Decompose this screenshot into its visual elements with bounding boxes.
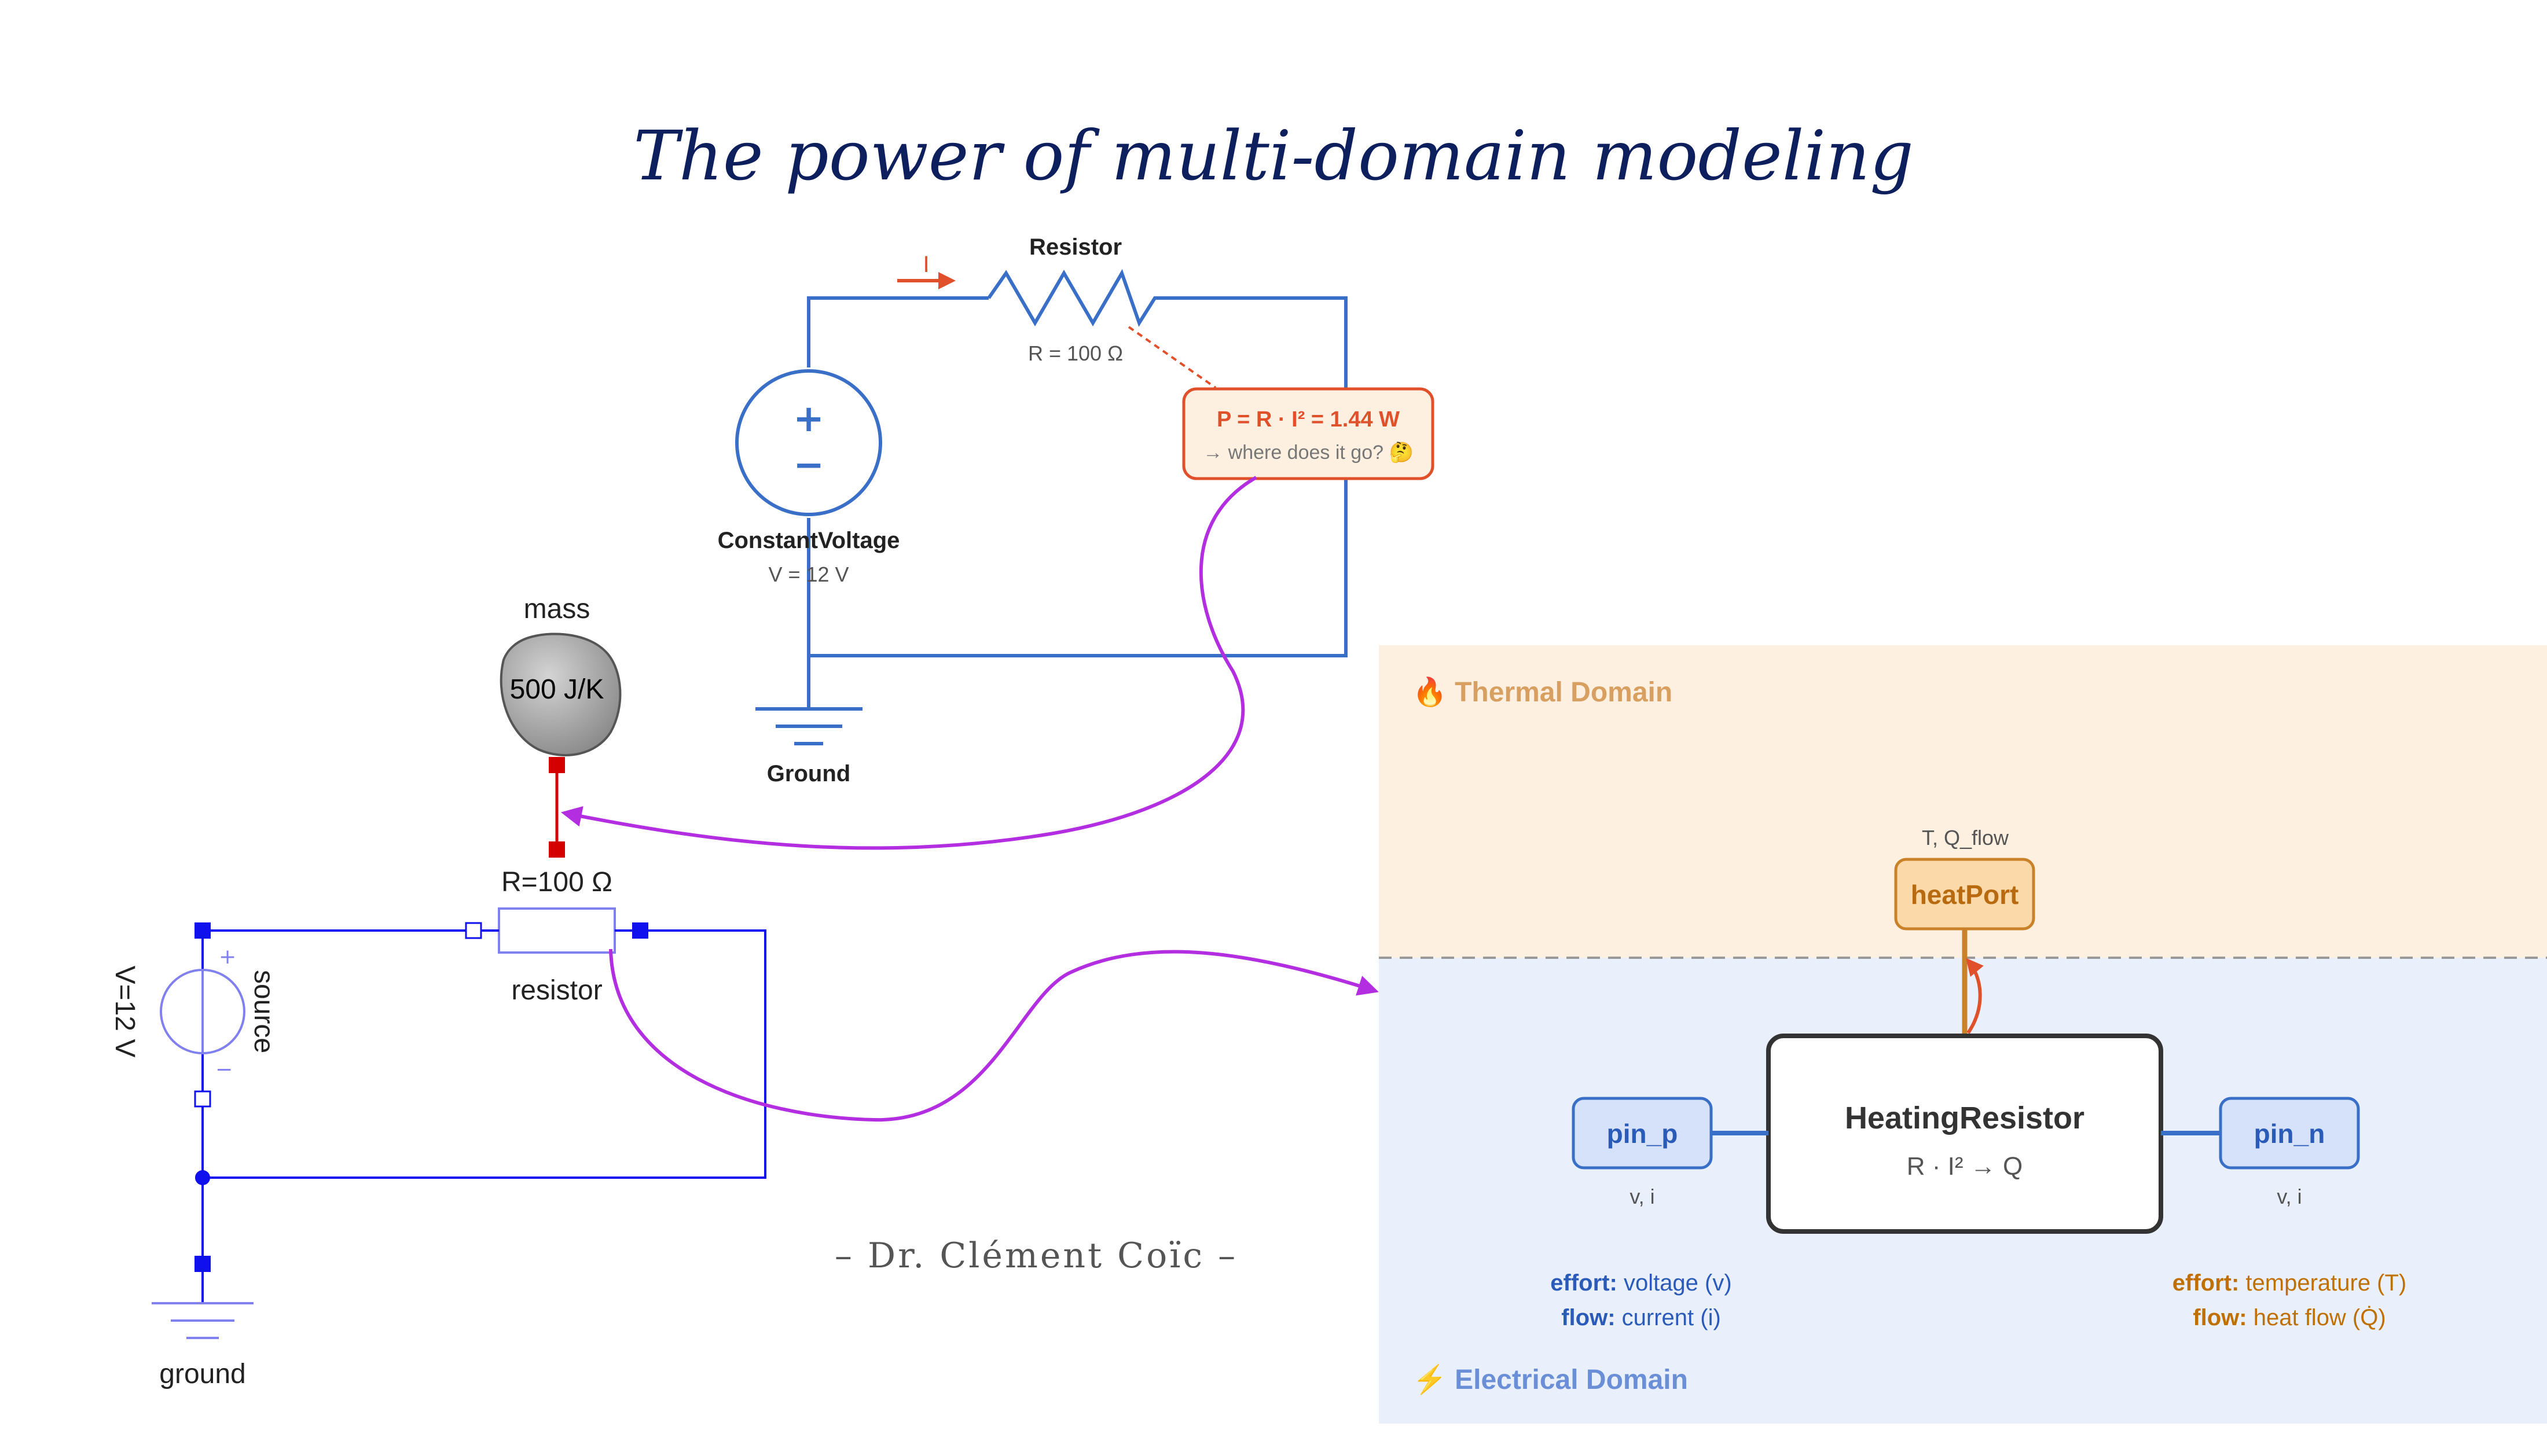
- modelica-resistor-value: R=100 Ω: [501, 867, 612, 898]
- heating-resistor-title: HeatingResistor: [1845, 1101, 2084, 1135]
- top-resistor-label: Resistor: [1029, 234, 1122, 260]
- ground-label: Ground: [767, 761, 850, 786]
- author-signature: – Dr. Clément Coïc –: [835, 1236, 1238, 1276]
- resistor-thermal-port[interactable]: [549, 841, 565, 858]
- ground-port[interactable]: [194, 1256, 211, 1272]
- heating-resistor-equation: R · I² → Q: [1907, 1152, 2023, 1181]
- source-value: V = 12 V: [768, 562, 849, 586]
- heatport-label: heatPort: [1911, 880, 2019, 910]
- mass-label: mass: [524, 594, 590, 624]
- junction-dot: [195, 1170, 210, 1185]
- arrow-resistor-to-component: [609, 948, 1379, 1122]
- modelica-ground-label: ground: [159, 1359, 245, 1389]
- electrical-domain-label: ⚡ Electrical Domain: [1412, 1363, 1688, 1396]
- source-port-p[interactable]: [194, 922, 211, 939]
- wire-right-loop: [203, 929, 766, 1179]
- electrical-flow-legend: flow: current (i): [1561, 1305, 1721, 1330]
- resistor-port-n[interactable]: [632, 922, 648, 939]
- electrical-effort-legend: effort: voltage (v): [1550, 1270, 1731, 1296]
- pin-p-box[interactable]: [1572, 1097, 1713, 1170]
- source-label: ConstantVoltage: [718, 528, 900, 553]
- resistor-zigzag: [987, 269, 1168, 327]
- top-circuit-wire-upper: [807, 296, 989, 367]
- modelica-wires: [201, 929, 766, 1302]
- source-value-rotated: V=12 V: [109, 966, 140, 1058]
- plus-sign: +: [793, 398, 824, 440]
- modelica-resistor-body[interactable]: [498, 907, 616, 954]
- minus-sign: −: [793, 444, 824, 487]
- constant-voltage-symbol: [735, 369, 882, 516]
- heat-flow-arrow: [1966, 958, 1984, 1034]
- modelica-ground-symbol: [152, 1302, 254, 1339]
- pin-n-box[interactable]: [2219, 1097, 2360, 1170]
- pin-n-vars: v, i: [2277, 1185, 2302, 1208]
- power-formula: P = R · I² = 1.44 W: [1217, 407, 1400, 432]
- top-resistor-value: R = 100 Ω: [1028, 341, 1123, 365]
- pin-p-label: pin_p: [1607, 1119, 1678, 1149]
- source-plus: +: [219, 945, 236, 969]
- resistor-port-p[interactable]: [465, 922, 482, 939]
- pin-p-vars: v, i: [1630, 1185, 1654, 1208]
- heatport-vars: T, Q_flow: [1922, 826, 2009, 850]
- modelica-resistor-label: resistor: [511, 975, 602, 1006]
- mass-rock: [500, 633, 622, 756]
- pin-n-label: pin_n: [2254, 1119, 2325, 1149]
- note-leader: [1128, 326, 1217, 389]
- mass-value: 500 J/K: [510, 674, 604, 705]
- source-port-n[interactable]: [194, 1090, 211, 1108]
- current-label: I: [923, 252, 929, 277]
- thermal-flow-legend: flow: heat flow (Q̇): [2193, 1305, 2385, 1330]
- source-label-rotated: source: [248, 970, 279, 1053]
- page-title: The power of multi-domain modeling: [633, 116, 1914, 196]
- power-question: → where does it go? 🤔: [1203, 442, 1414, 464]
- thermal-effort-legend: effort: temperature (T): [2172, 1270, 2407, 1296]
- thermal-domain-label: 🔥 Thermal Domain: [1412, 676, 1672, 708]
- mass-thermal-port[interactable]: [549, 757, 565, 773]
- source-minus: −: [215, 1058, 233, 1082]
- arrow-note-to-mass: [560, 476, 1257, 850]
- power-note: [1182, 387, 1434, 480]
